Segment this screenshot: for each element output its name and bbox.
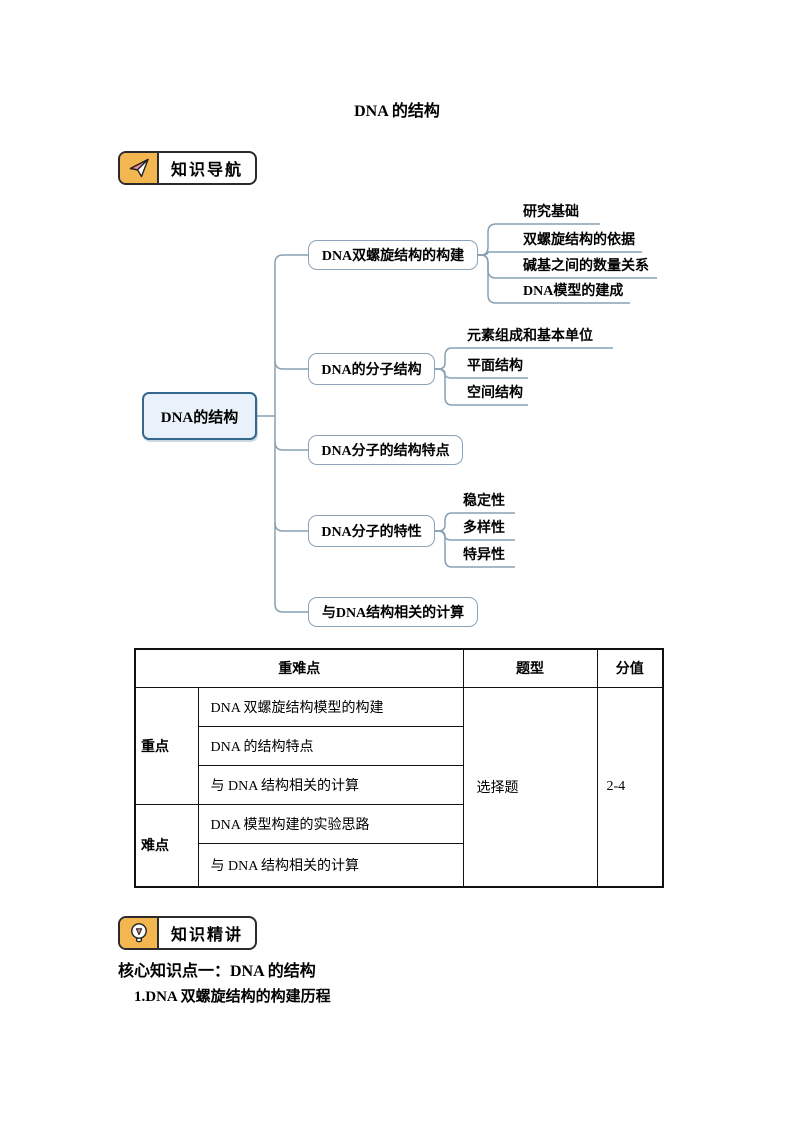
mindmap-leaf: 多样性 <box>463 521 505 536</box>
mindmap-leaf: 空间结构 <box>467 386 523 401</box>
table-row: 难点 DNA 模型构建的实验思路 <box>134 803 663 888</box>
key-points-table: 重难点 题型 分值 重点 DNA 双螺旋结构模型的构建 选择题 2-4 DNA … <box>134 648 664 888</box>
table-cell: DNA 的结构特点 <box>197 725 464 766</box>
table-cell: 与 DNA 结构相关的计算 <box>197 764 464 805</box>
construction-history-subheading: 1.DNA 双螺旋结构的构建历程 <box>134 989 331 1005</box>
table-row: 与 DNA 结构相关的计算 <box>135 842 663 888</box>
mindmap-root-node: DNA的结构 <box>142 392 257 440</box>
mindmap-leaf: 双螺旋结构的依据 <box>523 233 635 248</box>
mindmap-leaf: 研究基础 <box>523 205 579 220</box>
table-cell: DNA 模型构建的实验思路 <box>197 803 464 844</box>
mindmap-leaf: DNA模型的建成 <box>523 284 624 299</box>
mindmap-leaf: 特异性 <box>463 548 505 563</box>
table-row: DNA 的结构特点 <box>135 725 663 766</box>
mindmap-branch-construction: DNA双螺旋结构的构建 <box>308 240 478 270</box>
mindmap-branch-molecular-structure: DNA的分子结构 <box>308 353 435 385</box>
mindmap-connector-lines <box>257 223 657 613</box>
mindmap-leaf: 碱基之间的数量关系 <box>523 259 649 274</box>
lightbulb-icon <box>120 918 159 948</box>
table-row: 重点 DNA 双螺旋结构模型的构建 选择题 2-4 <box>134 686 664 888</box>
row-group-important: 重点 <box>134 686 199 805</box>
header-question-type: 题型 <box>462 648 598 688</box>
knowledge-nav-badge: 知识导航 <box>118 151 257 185</box>
mindmap-branch-characteristics: DNA分子的特性 <box>308 515 435 547</box>
page-title: DNA 的结构 <box>354 103 440 120</box>
knowledge-lecture-badge: 知识精讲 <box>118 916 257 950</box>
mindmap-leaf: 稳定性 <box>463 494 505 509</box>
mindmap-leaf: 平面结构 <box>467 359 523 374</box>
mindmap-branch-structure-features: DNA分子的结构特点 <box>308 435 463 465</box>
table-cell: DNA 双螺旋结构模型的构建 <box>197 686 464 727</box>
row-group-difficult: 难点 <box>134 803 199 888</box>
knowledge-nav-label: 知识导航 <box>170 162 243 179</box>
header-score: 分值 <box>596 648 664 688</box>
dna-structure-mindmap: DNA的结构 DNA双螺旋结构的构建 研究基础 双螺旋结构的依据 碱基之间的数量… <box>130 195 750 640</box>
table-cell: 与 DNA 结构相关的计算 <box>197 842 464 888</box>
header-key-points: 重难点 <box>134 648 464 688</box>
question-type-value: 选择题 <box>462 686 598 888</box>
mindmap-leaf: 元素组成和基本单位 <box>467 329 593 344</box>
score-value: 2-4 <box>596 686 664 888</box>
paper-plane-icon <box>120 153 159 183</box>
core-knowledge-heading: 核心知识点一：DNA 的结构 <box>118 963 316 980</box>
mindmap-branch-calculations: 与DNA结构相关的计算 <box>308 597 478 627</box>
table-header-row: 重难点 题型 分值 <box>134 648 664 688</box>
knowledge-lecture-label: 知识精讲 <box>170 927 243 944</box>
